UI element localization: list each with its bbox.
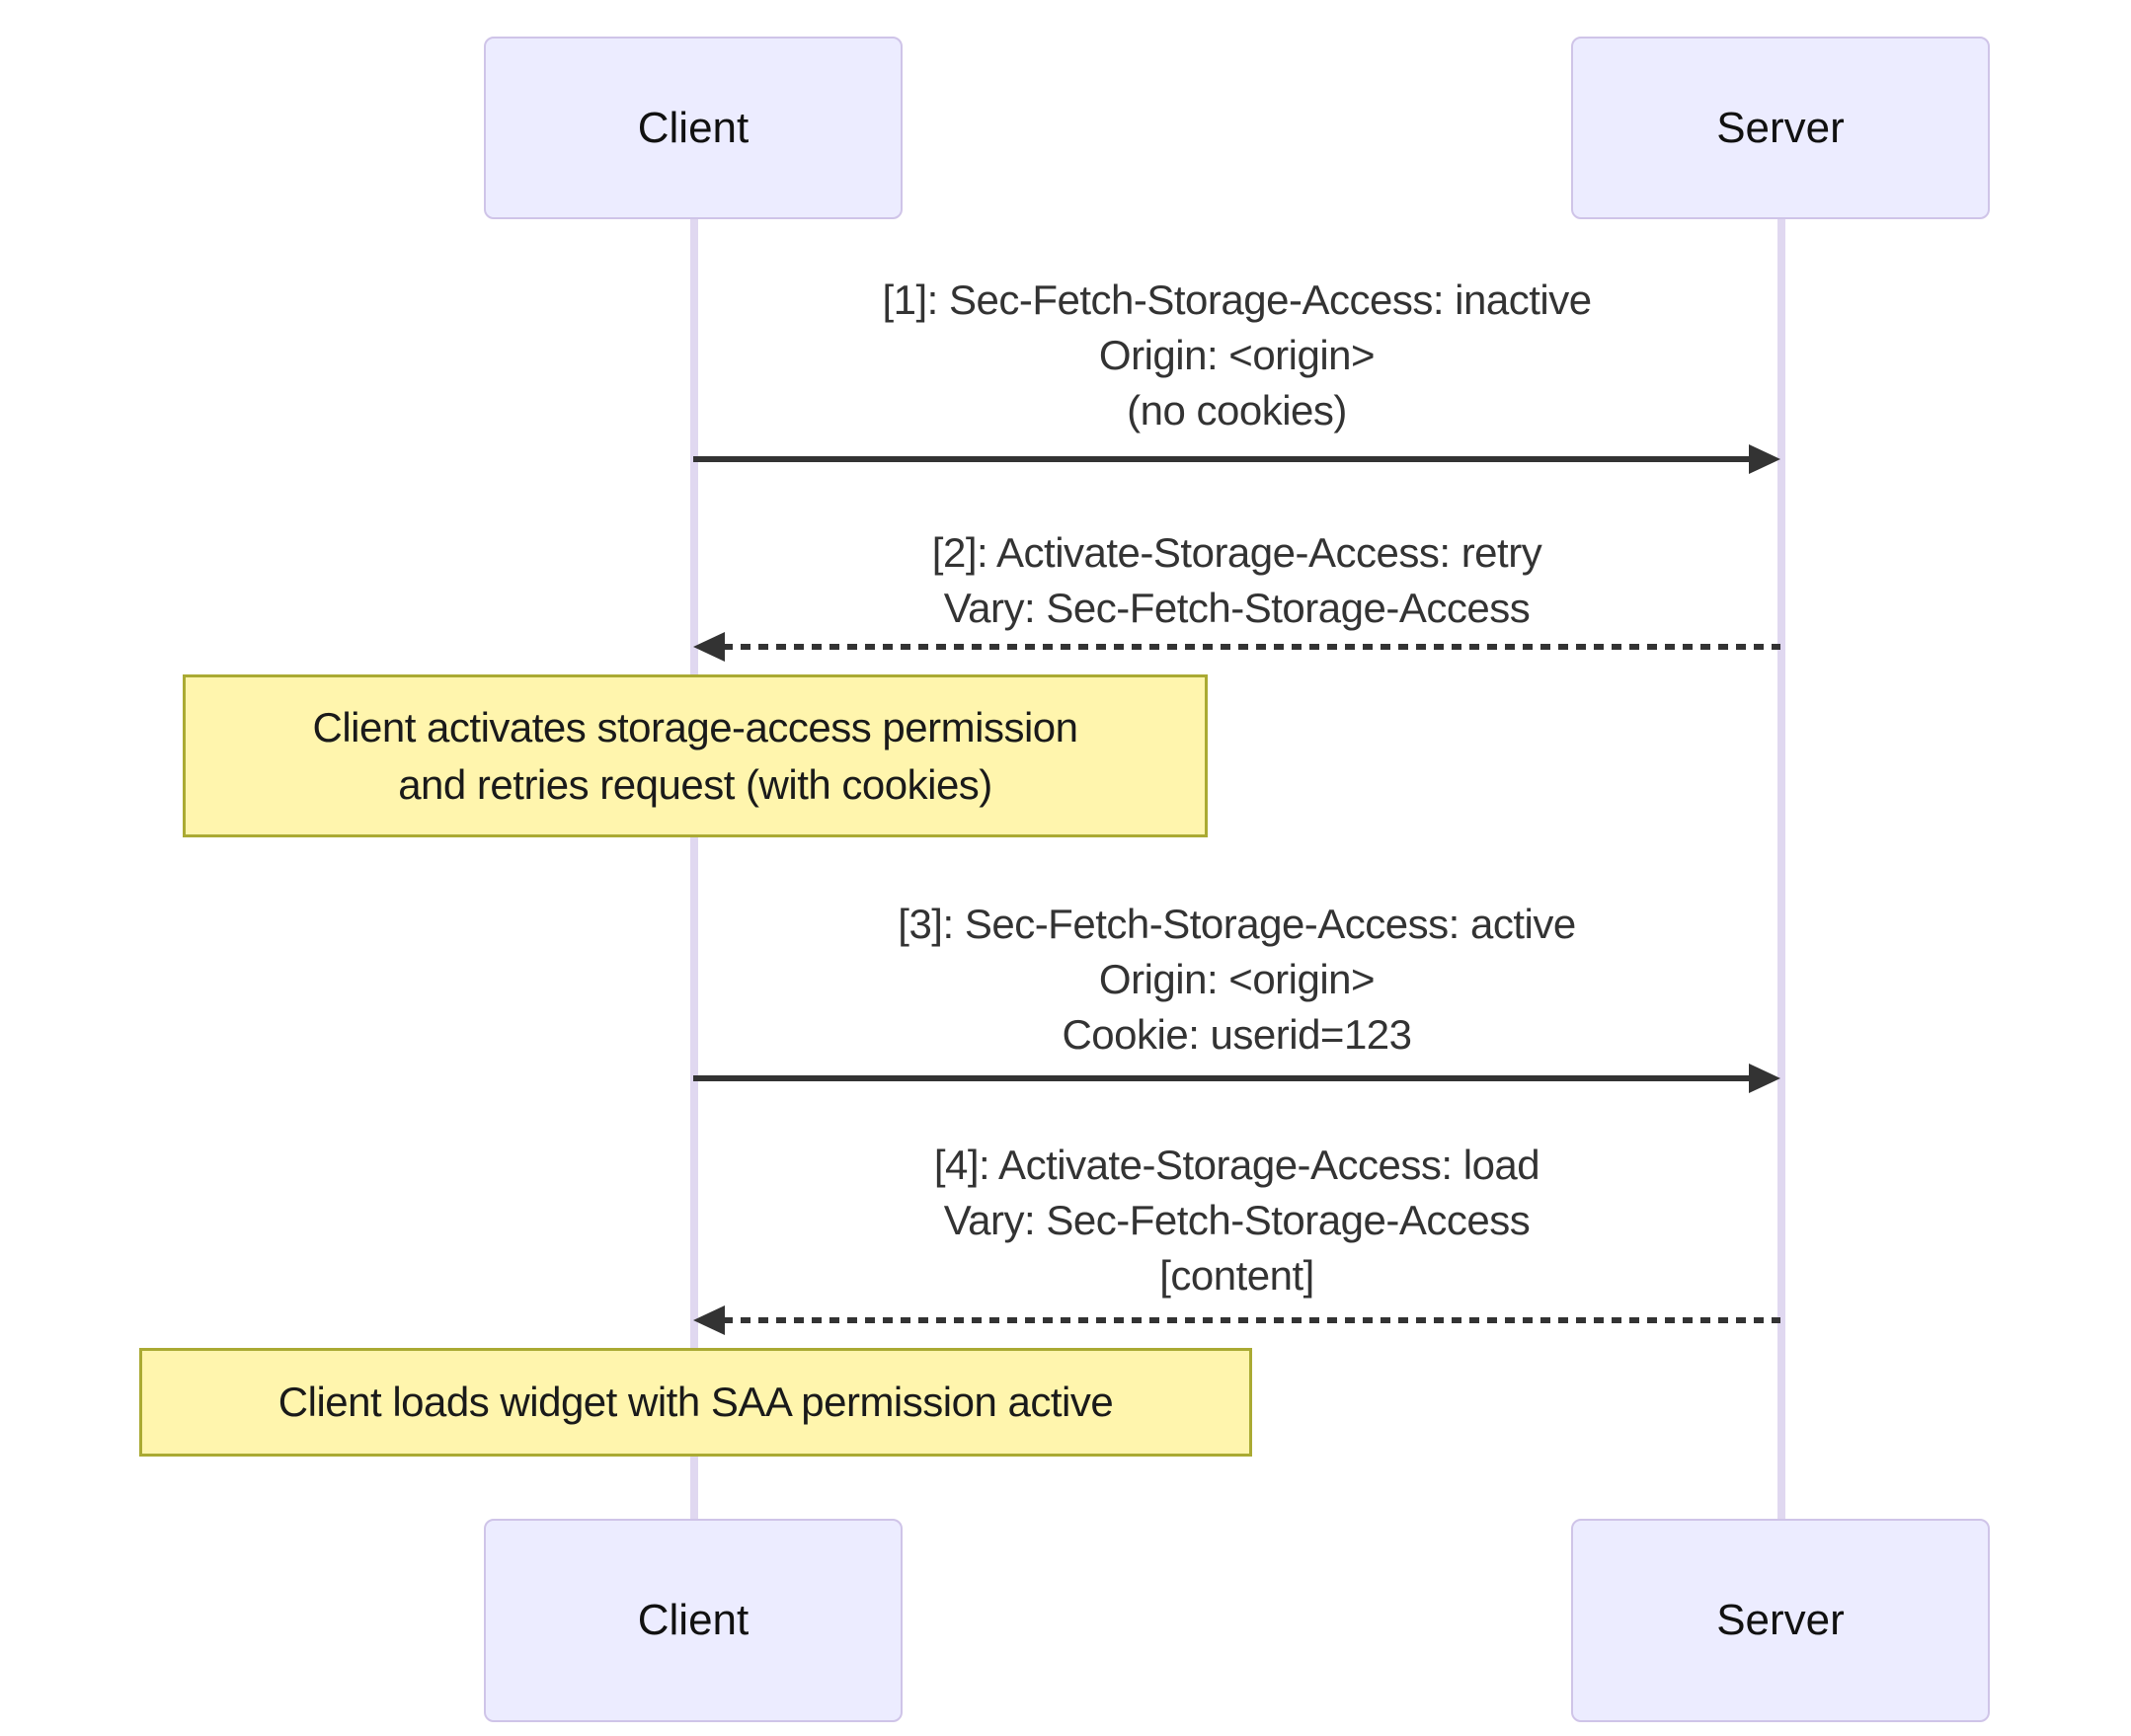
message-3-line-2: Origin: <origin> (1098, 956, 1376, 1002)
message-2-text: [2]: Activate-Storage-Access: retry Vary… (693, 525, 1780, 636)
message-3-arrowhead-icon (1749, 1064, 1780, 1093)
message-1-arrow-line (693, 456, 1751, 462)
message-4-arrowhead-icon (693, 1305, 725, 1335)
message-4-line-1: [4]: Activate-Storage-Access: load (933, 1142, 1540, 1188)
message-1-text: [1]: Sec-Fetch-Storage-Access: inactive … (693, 273, 1780, 438)
message-4-arrow (693, 1305, 1780, 1335)
actor-client-top: Client (484, 37, 903, 219)
actor-client-label-bottom: Client (637, 1596, 750, 1644)
message-4-text: [4]: Activate-Storage-Access: load Vary:… (693, 1138, 1780, 1303)
message-2-line-2: Vary: Sec-Fetch-Storage-Access (943, 585, 1531, 631)
note-2-line-1: Client loads widget with SAA permission … (277, 1379, 1114, 1425)
note-client-loads-widget: Client loads widget with SAA permission … (139, 1348, 1252, 1457)
lifeline-client (690, 219, 698, 1519)
actor-server-label-bottom: Server (1716, 1596, 1845, 1644)
message-3-text: [3]: Sec-Fetch-Storage-Access: active Or… (693, 897, 1780, 1063)
message-2-arrow-line (723, 644, 1780, 650)
message-1-line-1: [1]: Sec-Fetch-Storage-Access: inactive (882, 276, 1592, 323)
actor-server-bottom: Server (1571, 1519, 1990, 1722)
message-1-arrowhead-icon (1749, 444, 1780, 474)
message-4-line-2: Vary: Sec-Fetch-Storage-Access (943, 1197, 1531, 1243)
message-4-line-3: [content] (1159, 1252, 1314, 1299)
actor-client-label: Client (637, 103, 750, 152)
note-1-line-2: and retries request (with cookies) (398, 760, 992, 808)
actor-server-top: Server (1571, 37, 1990, 219)
message-2-line-1: [2]: Activate-Storage-Access: retry (931, 529, 1542, 576)
message-2-arrowhead-icon (693, 632, 725, 662)
message-1-arrow (693, 444, 1780, 474)
message-4-arrow-line (723, 1317, 1780, 1323)
actor-client-bottom: Client (484, 1519, 903, 1722)
message-3-arrow (693, 1064, 1780, 1093)
message-1-line-2: Origin: <origin> (1098, 332, 1376, 378)
message-1-line-3: (no cookies) (1127, 387, 1347, 434)
message-3-line-1: [3]: Sec-Fetch-Storage-Access: active (898, 901, 1576, 947)
note-1-line-1: Client activates storage-access permissi… (312, 703, 1079, 750)
lifeline-server (1777, 219, 1785, 1519)
message-2-arrow (693, 632, 1780, 662)
message-3-line-3: Cookie: userid=123 (1062, 1011, 1412, 1058)
actor-server-label: Server (1716, 103, 1845, 152)
note-client-activates: Client activates storage-access permissi… (183, 674, 1208, 837)
message-3-arrow-line (693, 1075, 1751, 1081)
